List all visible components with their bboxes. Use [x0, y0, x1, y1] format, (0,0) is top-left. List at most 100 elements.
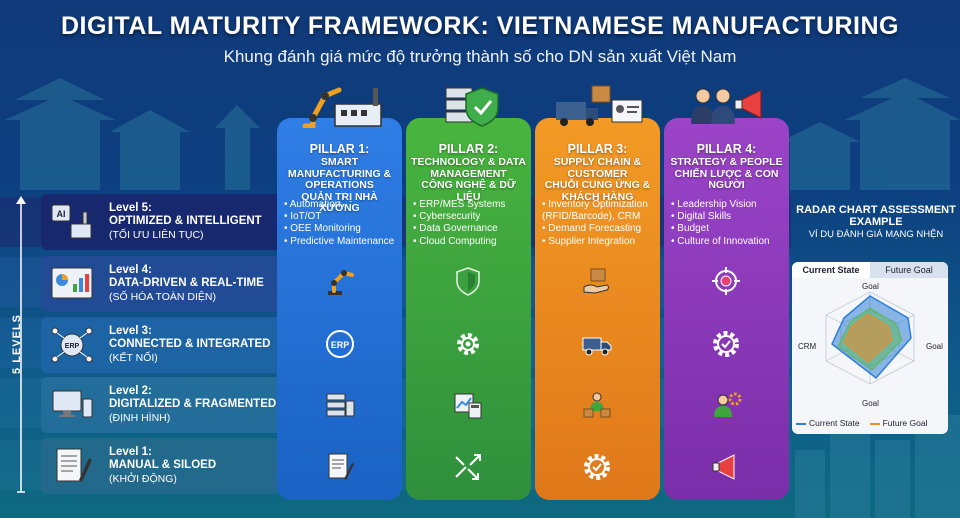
list-item: Budget	[671, 223, 789, 235]
pillar-2-column: PILLAR 2: TECHNOLOGY & DATA MANAGEMENT C…	[406, 87, 531, 500]
pillar-4-title: STRATEGY & PEOPLE	[670, 156, 783, 168]
svg-text:ERP: ERP	[331, 340, 350, 350]
megaphone-icon	[710, 451, 742, 483]
level-4-label: Level 4: DATA-DRIVEN & REAL-TIME (SỐ HÓA…	[41, 256, 277, 312]
target-icon	[710, 265, 742, 297]
legend-label-current: Current State	[809, 418, 860, 428]
legend-swatch-current	[796, 422, 806, 425]
radar-label-left: CRM	[798, 342, 817, 351]
legend-label-future: Future Goal	[882, 418, 928, 428]
radar-label-right: Goal	[926, 342, 943, 351]
pillar-1-column: PILLAR 1: SMART MANUFACTURING & OPERATIO…	[277, 87, 402, 500]
computer-devices-icon	[49, 385, 95, 425]
page-title: DIGITAL MATURITY FRAMEWORK: VIETNAMESE M…	[61, 12, 899, 40]
list-item: Leadership Vision	[671, 199, 789, 211]
level-2-vn: (ĐỊNH HÌNH)	[109, 412, 171, 424]
gear-icon	[452, 328, 484, 360]
pillar-3-items: Inventory Optimization (RFID/Barcode), C…	[542, 199, 662, 248]
erp-globe-icon: ERP	[324, 328, 356, 360]
people-megaphone-icon	[664, 82, 789, 132]
list-item: Automation	[284, 199, 402, 211]
level-2-number: Level 2:	[109, 385, 152, 397]
legend-swatch-future	[869, 422, 880, 425]
legend-future: Future Goal	[869, 418, 928, 428]
level-3-name: CONNECTED & INTEGRATED	[109, 338, 271, 350]
gear-check-icon	[710, 328, 742, 360]
pillar-1-title: SMART MANUFACTURING & OPERATIONS	[287, 156, 392, 191]
shield-icon	[452, 265, 484, 297]
gear-check-icon	[581, 451, 613, 483]
level-4-vn: (SỐ HÓA TOÀN DIỆN)	[109, 291, 216, 303]
tab-current-state[interactable]: Current State	[792, 262, 870, 278]
svg-text:AI: AI	[57, 209, 66, 219]
list-item: Supplier Integration	[542, 236, 662, 248]
tab-future-goal[interactable]: Future Goal	[870, 262, 948, 278]
robot-arm-icon	[324, 265, 356, 297]
level-2-label: Level 2: DIGITALIZED & FRAGMENTED (ĐỊNH …	[41, 377, 277, 433]
pillar-2-title-vn: CÔNG NGHỆ & DỮ LIỆU	[421, 179, 516, 203]
level-5-vn: (TỐI ƯU LIÊN TỤC)	[109, 229, 204, 241]
list-item: Cybersecurity	[413, 211, 531, 223]
page-subtitle: Khung đánh giá mức độ trưởng thành số ch…	[223, 47, 737, 66]
radar-chart-card: Current State Future Goal Goal Goal Goal…	[792, 262, 948, 434]
person-gear-icon	[710, 389, 742, 421]
level-3-vn: (KẾT NỐI)	[109, 352, 158, 364]
level-5-number: Level 5:	[109, 202, 152, 214]
pillar-2-number: PILLAR 2:	[438, 142, 499, 156]
radar-chart	[825, 291, 915, 385]
radar-title-vn: VÍ DỤ ĐÁNH GIÁ MẠNG NHỆN	[808, 229, 944, 240]
broken-arrows-icon	[452, 451, 484, 483]
legend-current: Current State	[796, 418, 860, 428]
radar-label-bottom: Goal	[862, 399, 879, 408]
pillar-4-title-vn: CHIẾN LƯỢC & CON NGƯỜI	[674, 167, 779, 191]
level-5-name: OPTIMIZED & INTELLIGENT	[109, 215, 262, 227]
truck-box-icon	[535, 82, 660, 132]
paper-pen-icon	[49, 446, 95, 486]
list-item: Digital Skills	[671, 211, 789, 223]
ai-factory-icon: AI	[49, 202, 95, 242]
pillar-2-items: ERP/MES Systems Cybersecurity Data Gover…	[413, 199, 531, 248]
pillar-3-title: SUPPLY CHAIN & CUSTOMER	[553, 156, 642, 180]
svg-text:ERP: ERP	[65, 343, 80, 350]
document-pen-icon	[324, 451, 356, 483]
list-item: Inventory Optimization (RFID/Barcode), C…	[542, 199, 662, 223]
level-1-vn: (KHỞI ĐỘNG)	[109, 473, 177, 485]
radar-heading: RADAR CHART ASSESSMENT EXAMPLE VÍ DỤ ĐÁN…	[792, 204, 960, 241]
dashboard-icon	[49, 264, 95, 304]
list-item: IoT/OT	[284, 211, 402, 223]
server-devices-icon	[324, 389, 356, 421]
level-4-name: DATA-DRIVEN & REAL-TIME	[109, 277, 264, 289]
level-3-number: Level 3:	[109, 325, 152, 337]
hand-box-icon	[581, 265, 613, 297]
pillar-3-column: PILLAR 3: SUPPLY CHAIN & CUSTOMER CHUỖI …	[535, 85, 660, 500]
level-2-name: DIGITALIZED & FRAGMENTED	[109, 398, 277, 410]
pillar-3-title-vn: CHUỖI CUNG ỨNG & KHÁCH HÀNG	[544, 179, 651, 203]
radar-title: RADAR CHART ASSESSMENT EXAMPLE	[796, 204, 956, 228]
list-item: OEE Monitoring	[284, 223, 402, 235]
level-4-number: Level 4:	[109, 264, 152, 276]
level-3-label: ERP Level 3: CONNECTED & INTEGRATED (KẾT…	[41, 317, 277, 373]
levels-axis-arrow	[16, 196, 26, 493]
level-1-number: Level 1:	[109, 446, 152, 458]
list-item: Data Governance	[413, 223, 531, 235]
calculator-chart-icon	[452, 389, 484, 421]
person-boxes-icon	[581, 389, 613, 421]
list-item: ERP/MES Systems	[413, 199, 531, 211]
pillar-3-number: PILLAR 3:	[567, 142, 628, 156]
list-item: Predictive Maintenance	[284, 236, 402, 248]
pillar-4-items: Leadership Vision Digital Skills Budget …	[671, 199, 789, 248]
radar-label-top: Goal	[862, 282, 879, 291]
axis-label: 5 LEVELS	[11, 314, 23, 374]
pillar-1-number: PILLAR 1:	[309, 142, 370, 156]
level-1-name: MANUAL & SILOED	[109, 459, 217, 471]
pillar-1-items: Automation IoT/OT OEE Monitoring Predict…	[284, 199, 402, 248]
list-item: Demand Forecasting	[542, 223, 662, 235]
pillar-4-number: PILLAR 4:	[696, 142, 757, 156]
robot-arm-factory-icon	[277, 82, 402, 132]
level-1-label: Level 1: MANUAL & SILOED (KHỞI ĐỘNG)	[41, 438, 277, 494]
erp-network-icon: ERP	[49, 325, 95, 365]
pillar-4-column: PILLAR 4: STRATEGY & PEOPLE CHIẾN LƯỢC &…	[664, 88, 789, 500]
level-5-label: AI Level 5: OPTIMIZED & INTELLIGENT (TỐI…	[41, 194, 277, 250]
pillar-2-title: TECHNOLOGY & DATA MANAGEMENT	[411, 156, 526, 180]
list-item: Culture of Innovation	[671, 236, 789, 248]
